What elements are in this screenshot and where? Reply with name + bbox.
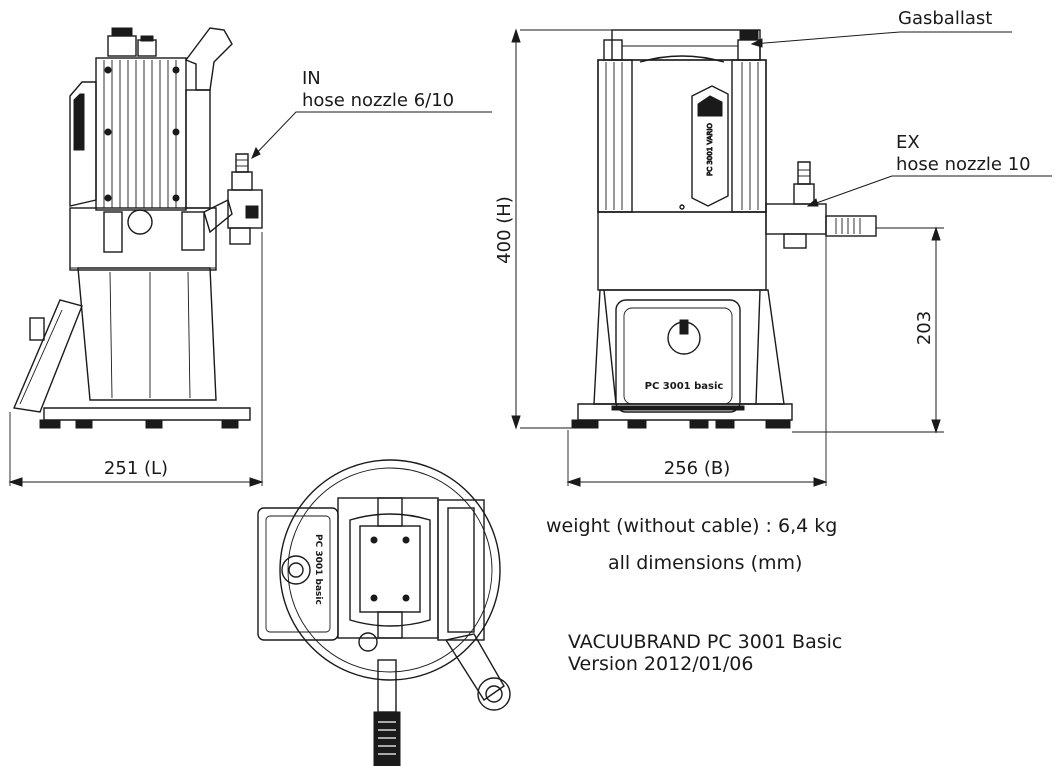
top-control-box: PC 3001 basic [257, 507, 339, 641]
front-view: PC 3001 VARIO [571, 29, 877, 429]
side-top-fittings [107, 27, 233, 91]
length-dimension-label: 251 (L) [104, 458, 168, 479]
side-view [13, 27, 263, 429]
units-text: all dimensions (mm) [608, 552, 802, 574]
top-ex-arm [444, 633, 511, 711]
info-block: weight (without cable) : 6,4 kg all dime… [546, 515, 842, 675]
version-text: Version 2012/01/06 [568, 653, 753, 675]
gasballast-label: Gasballast [898, 8, 992, 29]
dimension-lines [8, 28, 944, 487]
side-lower-body [13, 267, 251, 429]
top-pump-head [337, 497, 485, 652]
breadth-dimension-label: 256 (B) [664, 458, 730, 479]
in-nozzle-label: hose nozzle 6/10 [302, 90, 454, 111]
leader-lines [251, 31, 1052, 207]
height-203-dimension-label: 203 [914, 311, 935, 345]
top-in-nozzle [373, 659, 401, 766]
ex-label: EX [896, 132, 920, 153]
side-in-nozzle [203, 153, 263, 245]
side-pump-head [69, 207, 217, 271]
annotation-labels: IN hose nozzle 6/10 Gasballast EX hose n… [104, 8, 1031, 479]
front-motor-housing: PC 3001 VARIO [597, 55, 767, 213]
top-view: PC 3001 basic [257, 459, 511, 766]
front-panel-label: PC 3001 basic [645, 381, 724, 392]
weight-text: weight (without cable) : 6,4 kg [546, 515, 837, 537]
front-control-panel: PC 3001 basic [611, 299, 745, 413]
height-dimension-label: 400 (H) [494, 196, 515, 264]
side-motor-housing [69, 57, 211, 211]
in-label: IN [302, 68, 321, 89]
model-text: VACUUBRAND PC 3001 Basic [568, 631, 842, 653]
front-ex-nozzle [765, 161, 877, 249]
top-control-label: PC 3001 basic [313, 534, 323, 605]
ex-nozzle-label: hose nozzle 10 [896, 154, 1031, 175]
front-side-label: PC 3001 VARIO [706, 123, 714, 176]
